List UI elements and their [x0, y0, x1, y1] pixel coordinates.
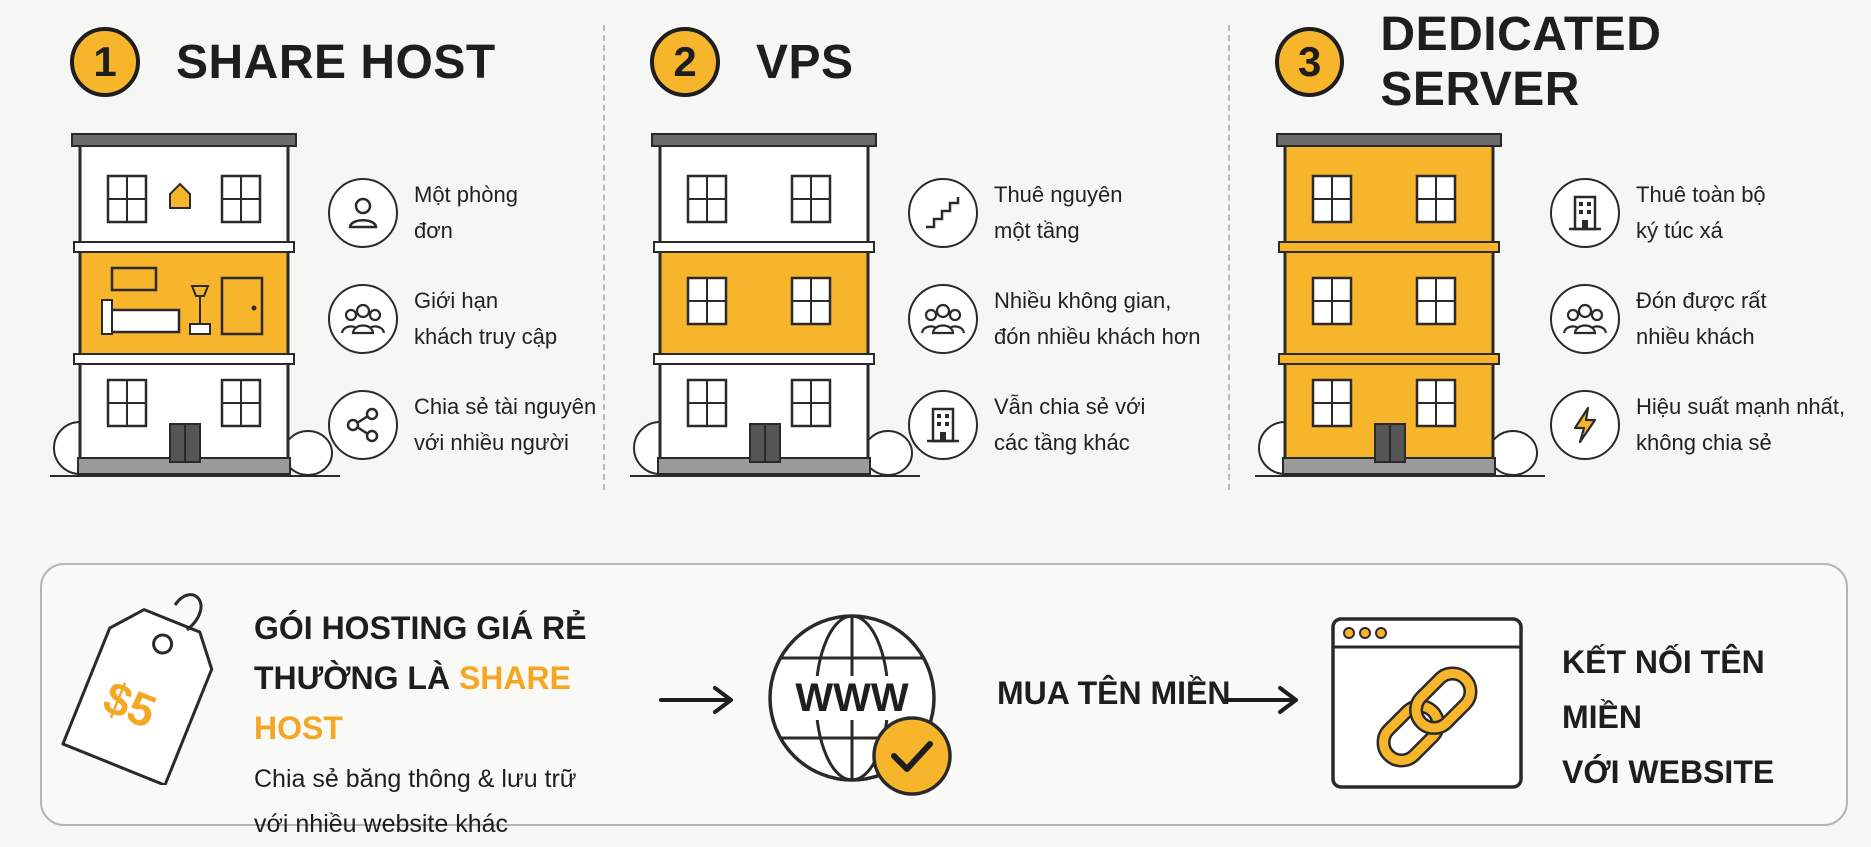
buy-domain-label: MUA TÊN MIỀN [997, 675, 1231, 711]
column-divider [603, 25, 605, 490]
vps-building [630, 133, 920, 477]
feature-text: Chia sẻ tài nguyên với nhiều người [414, 394, 597, 455]
column-title-vps: VPS [756, 35, 854, 89]
cheap-hosting-title: GÓI HOSTING GIÁ RẺ THƯỜNG LÀ SHARE HOST [254, 603, 614, 753]
feature-item: Thuê nguyên một tầng [908, 160, 1248, 266]
feature-item: Nhiều không gian, đón nhiều khách hơn [908, 266, 1248, 372]
feature-text: Thuê nguyên một tầng [994, 182, 1123, 243]
column-header: 3 DEDICATED SERVER [1275, 8, 1870, 116]
feature-text: Thuê toàn bộ ký túc xá [1636, 182, 1766, 243]
feature-item: Hiệu suất mạnh nhất, không chia sẻ [1550, 372, 1871, 478]
person-icon [328, 178, 398, 248]
arrow-right-icon [659, 686, 733, 714]
feature-item: Giới hạn khách truy cập [328, 266, 668, 372]
connect-domain-label: KẾT NỐI TÊN MIỀN VỚI WEBSITE [1562, 644, 1775, 790]
feature-list: Thuê nguyên một tầng Nhiều không gian, đ… [908, 160, 1248, 478]
feature-list: Một phòng đơn Giới hạn khách truy cập Ch… [328, 160, 668, 478]
feature-item: Chia sẻ tài nguyên với nhiều người [328, 372, 668, 478]
feature-text: Hiệu suất mạnh nhất, không chia sẻ [1636, 394, 1846, 455]
feature-item: Vẫn chia sẻ với các tầng khác [908, 372, 1248, 478]
lightning-icon [1550, 390, 1620, 460]
group-icon [1550, 284, 1620, 354]
building-icon [1550, 178, 1620, 248]
group-icon [328, 284, 398, 354]
stairs-icon [908, 178, 978, 248]
cheap-title-highlight: SHARE HOST [254, 660, 571, 746]
globe-www-text: WWW [795, 676, 909, 720]
domain-connect-banner: $5 GÓI HOSTING GIÁ RẺ THƯỜNG LÀ SHARE HOS… [40, 563, 1848, 838]
group-icon [908, 284, 978, 354]
feature-text: Đón được rất nhiều khách [1636, 288, 1767, 349]
feature-text: Giới hạn khách truy cập [414, 288, 558, 349]
globe-www-icon: WWW [768, 614, 952, 796]
feature-text: Vẫn chia sẻ với các tầng khác [994, 394, 1146, 455]
feature-item: Đón được rất nhiều khách [1550, 266, 1871, 372]
price-tag-icon: $5 [61, 593, 214, 785]
browser-link-icon [1331, 617, 1523, 789]
step-badge-1: 1 [70, 27, 140, 97]
column-dedicated-server: 3 DEDICATED SERVER [1255, 0, 1870, 500]
feature-item: Một phòng đơn [328, 160, 668, 266]
arrow-right-icon [1224, 686, 1298, 714]
column-header: 1 SHARE HOST [70, 22, 496, 102]
column-header: 2 VPS [650, 22, 854, 102]
step-badge-3: 3 [1275, 27, 1345, 97]
share-icon [328, 390, 398, 460]
column-vps: 2 VPS Thuê n [630, 0, 1245, 500]
share-host-building [50, 133, 340, 477]
feature-text: Nhiều không gian, đón nhiều khách hơn [994, 288, 1201, 349]
cheap-hosting-subtitle: Chia sẻ băng thông & lưu trữ với nhiều w… [254, 765, 577, 838]
cheap-hosting-block: GÓI HOSTING GIÁ RẺ THƯỜNG LÀ SHARE HOST C… [254, 603, 614, 847]
column-title-dedicated-server: DEDICATED SERVER [1380, 8, 1662, 116]
building-icon [908, 390, 978, 460]
dedicated-building [1255, 133, 1545, 477]
step-badge-2: 2 [650, 27, 720, 97]
column-title-share-host: SHARE HOST [176, 35, 496, 89]
column-divider [1228, 25, 1230, 490]
column-share-host: 1 SHARE HOST [50, 0, 665, 500]
cheap-title-prefix: THƯỜNG LÀ [254, 660, 459, 696]
cheap-title-line1: GÓI HOSTING GIÁ RẺ [254, 610, 587, 646]
feature-item: Thuê toàn bộ ký túc xá [1550, 160, 1871, 266]
feature-text: Một phòng đơn [414, 182, 518, 243]
feature-list: Thuê toàn bộ ký túc xá Đón được rất nhiề… [1550, 160, 1871, 478]
